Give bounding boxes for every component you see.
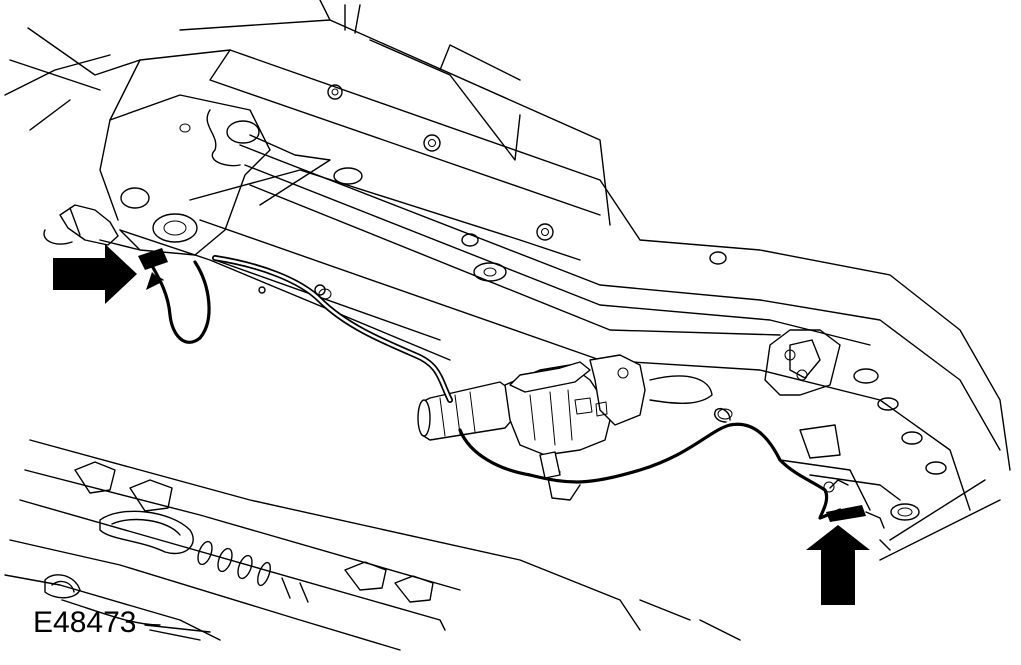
right-latch-bracket [764, 329, 901, 511]
left-bracket-area [43, 94, 331, 256]
arrow-up-icon [806, 525, 870, 605]
wiper-motor [417, 354, 713, 479]
figure-label-leader [61, 599, 211, 633]
figure-label: E48473 [33, 606, 137, 639]
panel-holes [258, 84, 947, 521]
callout-arrows [53, 244, 870, 605]
body-panel-outline [4, 0, 1011, 511]
wiring-harness [148, 255, 849, 520]
lower-trim-panel [4, 439, 1001, 651]
harness-connectors [138, 248, 891, 551]
arrow-right-icon [53, 244, 137, 304]
